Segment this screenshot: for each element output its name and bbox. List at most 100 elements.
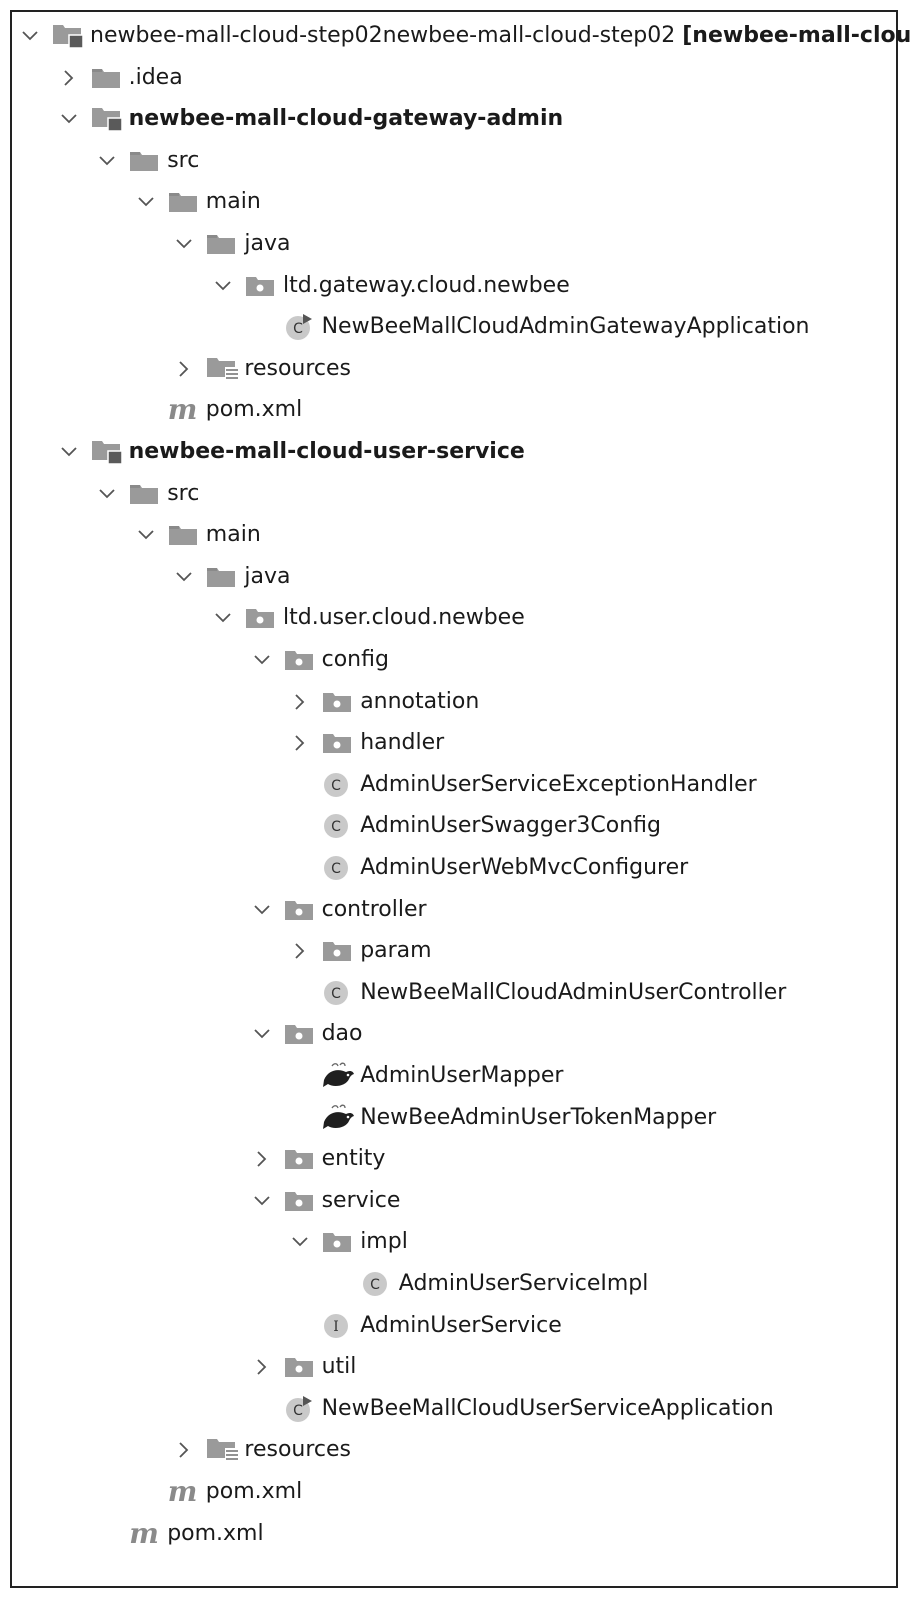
tree-row[interactable]: handler [12,723,896,763]
chevron-down-icon[interactable] [18,16,42,56]
tree-row[interactable]: newbee-mall-cloud-user-service [12,432,896,472]
tree-row-label: pom.xml [167,1520,264,1546]
chevron-right-icon[interactable] [172,1430,196,1470]
chevron-down-icon[interactable] [211,266,235,306]
tree-row[interactable]: config [12,640,896,680]
tree-row-label: AdminUserSwagger3Config [360,813,661,839]
tree-row[interactable]: java [12,557,896,597]
chevron-down-icon[interactable] [211,598,235,638]
chevron-down-icon[interactable] [250,640,274,680]
app-class-icon: C [284,307,314,347]
folder-icon [206,224,236,264]
package-icon [245,598,275,638]
chevron-down-icon[interactable] [134,515,158,555]
svg-text:C: C [331,819,341,835]
tree-row[interactable]: C AdminUserSwagger3Config [12,806,896,846]
tree-row[interactable]: newbee-mall-cloud-gateway-admin [12,99,896,139]
tree-row-label: dao [321,1021,363,1047]
tree-row[interactable]: util [12,1347,896,1387]
package-icon [322,682,352,722]
tree-row[interactable]: annotation [12,682,896,722]
tree-row[interactable]: AdminUserMapper [12,1056,896,1096]
tree-row[interactable]: main [12,515,896,555]
tree-row[interactable]: ltd.user.cloud.newbee [12,598,896,638]
chevron-down-icon[interactable] [134,182,158,222]
tree-row-label: NewBeeMallCloudUserServiceApplication [321,1395,774,1421]
tree-row-label: pom.xml [205,1479,303,1504]
chevron-right-icon[interactable] [172,349,196,389]
tree-row-label: resources [244,1437,352,1463]
tree-row-label: impl [360,1229,408,1255]
resources-icon [206,349,240,389]
interface-icon: I [322,1306,350,1346]
chevron-right-icon[interactable] [288,682,312,722]
chevron-down-icon[interactable] [57,99,81,139]
class-icon: C [322,973,350,1013]
chevron-down-icon[interactable] [57,432,81,472]
resources-icon [206,1430,240,1470]
tree-row[interactable]: src [12,474,896,514]
package-icon [284,890,314,930]
chevron-down-icon[interactable] [250,890,274,930]
tree-row[interactable]: .idea [12,58,896,98]
svg-text:C: C [331,986,341,1002]
chevron-down-icon[interactable] [95,474,119,514]
tree-row[interactable]: entity [12,1139,896,1179]
tree-row[interactable]: main [12,182,896,222]
tree-row[interactable]: resources [12,1430,896,1470]
tree-row[interactable]: java [12,224,896,264]
tree-row-label: AdminUserServiceExceptionHandler [360,771,757,797]
chevron-right-icon[interactable] [57,58,81,98]
chevron-down-icon[interactable] [250,1014,274,1054]
chevron-down-icon[interactable] [288,1222,312,1262]
maven-icon: m [167,393,198,427]
chevron-down-icon[interactable] [172,557,196,597]
chevron-down-icon[interactable] [95,141,119,181]
package-icon [284,1139,314,1179]
tree-row[interactable]: C AdminUserWebMvcConfigurer [12,848,896,888]
project-root-suffix: [newbee-mall-cloud] [682,23,910,48]
tree-row[interactable]: service [12,1181,896,1221]
tree-row[interactable]: src [12,141,896,181]
chevron-right-icon[interactable] [250,1139,274,1179]
mybatis-icon [322,1098,356,1138]
chevron-right-icon[interactable] [288,931,312,971]
chevron-right-icon[interactable] [250,1347,274,1387]
package-icon [284,640,314,680]
chevron-down-icon[interactable] [172,224,196,264]
svg-text:I: I [333,1319,339,1335]
svg-text:C: C [370,1277,380,1293]
svg-text:C: C [293,321,303,337]
tree-row[interactable]: resources [12,349,896,389]
tree-row-label: newbee-mall-cloud-step02newbee-mall-clou… [90,16,910,56]
tree-row[interactable]: dao [12,1014,896,1054]
tree-row-label: AdminUserWebMvcConfigurer [360,855,689,880]
tree-row[interactable]: param [12,931,896,971]
chevron-right-icon[interactable] [288,723,312,763]
tree-row[interactable]: controller [12,890,896,930]
chevron-down-icon[interactable] [250,1181,274,1221]
tree-row-label: newbee-mall-cloud-user-service [128,439,525,464]
tree-row-label: annotation [360,688,480,714]
tree-row[interactable]: newbee-mall-cloud-step02newbee-mall-clou… [12,16,910,56]
svg-text:C: C [331,861,341,877]
tree-row[interactable]: impl [12,1222,896,1262]
tree-row-label: handler [360,730,445,756]
tree-row-label: java [244,563,291,589]
tree-row-label: controller [321,896,427,922]
tree-row[interactable]: NewBeeAdminUserTokenMapper [12,1098,896,1138]
folder-icon [168,515,198,555]
tree-row-label: AdminUserMapper [360,1063,564,1088]
tree-row[interactable]: ltd.gateway.cloud.newbee [12,266,896,306]
project-tree-panel: newbee-mall-cloud-step02newbee-mall-clou… [10,10,910,1588]
tree-row-label: src [167,147,200,173]
